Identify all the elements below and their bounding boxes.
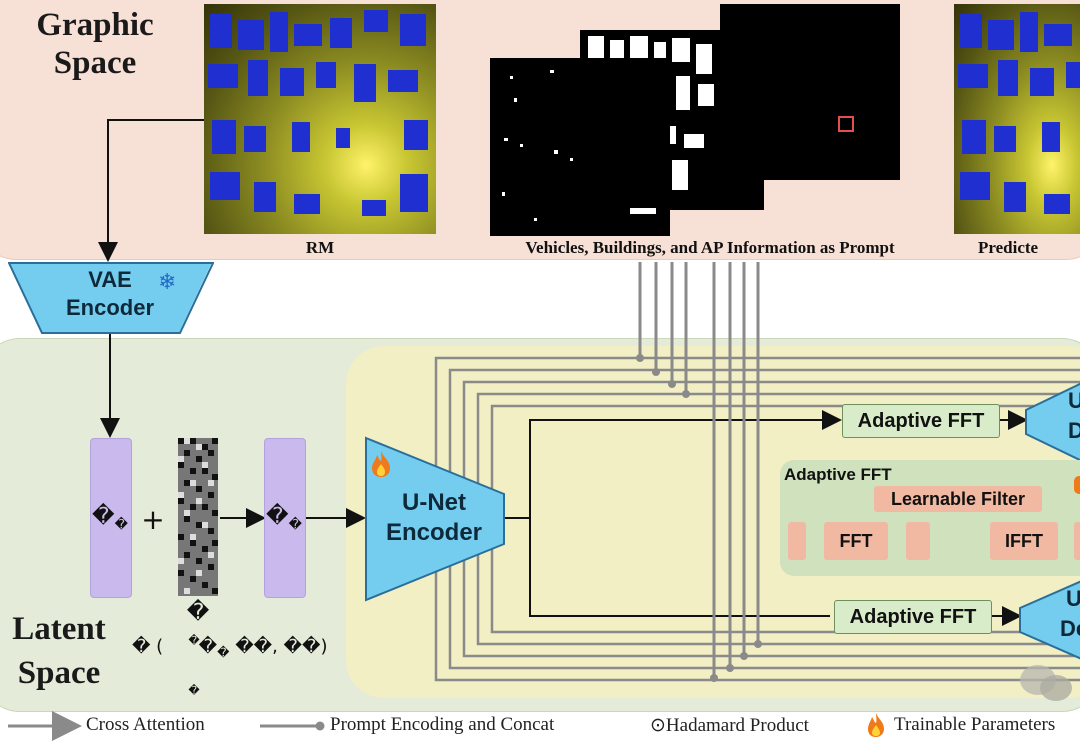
- unet-decoder-top: [1025, 382, 1080, 462]
- wechat-logo: [1018, 662, 1074, 702]
- adaptive-fft-top: Adaptive FFT: [842, 404, 1000, 438]
- unet-decoder-top-label: U D: [1068, 388, 1080, 443]
- predicted-caption: Predicte: [978, 238, 1039, 257]
- legend-prompt-encoding: Prompt Encoding and Concat: [330, 714, 555, 735]
- latent-z0: [90, 438, 132, 598]
- noise-distribution: � ( �� ��, ��): [132, 636, 328, 660]
- distribution-superscript: �: [188, 634, 200, 647]
- latent-zt: [264, 438, 306, 598]
- vae-encoder-label: VAE Encoder: [65, 267, 155, 320]
- flame-icon-partial: [1074, 476, 1080, 494]
- vae-encoder-outline: [8, 262, 214, 334]
- noise-label: �: [186, 600, 210, 625]
- fft-input-bar: [788, 522, 806, 560]
- rm-image: [204, 4, 436, 234]
- ap-marker: [838, 116, 854, 132]
- learnable-filter-box: Learnable Filter: [874, 486, 1042, 512]
- fft-output-bar: [906, 522, 930, 560]
- adaptive-fft-detail-title: Adaptive FFT: [784, 465, 892, 484]
- fft-box: FFT: [824, 522, 888, 560]
- ifft-box: IFFT: [990, 522, 1058, 560]
- plus-symbol: +: [141, 503, 165, 536]
- rm-caption: RM: [305, 238, 335, 257]
- vae-encoder: [8, 262, 212, 332]
- vehicles-prompt-image: [490, 58, 670, 236]
- distribution-below: �: [188, 684, 200, 697]
- snowflake-icon: ❄: [158, 270, 177, 295]
- latent-zt-label: ��: [266, 504, 302, 533]
- latent-space-label: Latent Space: [12, 611, 106, 691]
- ifft-output-bar: [1074, 522, 1080, 560]
- latent-z0-label: ��: [92, 504, 128, 533]
- unet-encoder-label: U-Net Encoder: [385, 489, 483, 546]
- unet-decoder-bottom: [1019, 580, 1080, 660]
- unet-decoder-bottom-label: U De: [1059, 586, 1080, 641]
- hadamard-icon: ⊙: [650, 715, 666, 736]
- flame-icon: [866, 712, 886, 738]
- noise-image: [178, 438, 218, 596]
- legend-cross-attention: Cross Attention: [86, 714, 205, 735]
- unet-encoder: [365, 436, 505, 602]
- predicted-image: [954, 4, 1080, 234]
- legend-trainable: Trainable Parameters: [894, 714, 1056, 735]
- legend-hadamard: ⊙Hadamard Product: [650, 715, 809, 736]
- flame-icon: [370, 450, 392, 478]
- adaptive-fft-bottom: Adaptive FFT: [834, 600, 992, 634]
- graphic-space-label: Graphic Space: [36, 7, 154, 81]
- prompt-caption: Vehicles, Buildings, and AP Information …: [525, 238, 895, 257]
